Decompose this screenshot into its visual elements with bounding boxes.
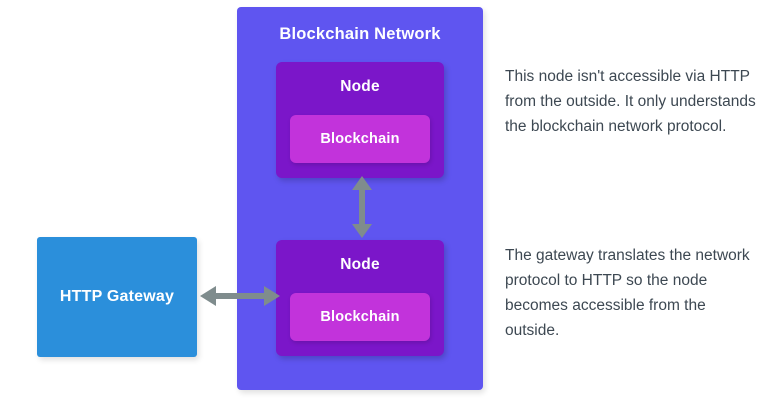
note-top-node: This node isn't accessible via HTTP from… xyxy=(505,68,756,135)
blockchain-label-bottom: Blockchain xyxy=(320,309,400,325)
http-gateway-box: HTTP Gateway xyxy=(37,237,197,357)
blockchain-box-top: Blockchain xyxy=(290,115,430,163)
http-gateway-label: HTTP Gateway xyxy=(59,288,175,305)
blockchain-network-title: Blockchain Network xyxy=(279,25,441,43)
note-gateway: The gateway translates the network proto… xyxy=(505,247,750,339)
node-to-node-double-arrow-icon xyxy=(352,176,372,238)
node-title-top: Node xyxy=(340,78,380,95)
blockchain-box-bottom: Blockchain xyxy=(290,293,430,341)
gateway-to-node-double-arrow-icon xyxy=(200,286,280,306)
node-title-bottom: Node xyxy=(340,256,380,273)
node-box-bottom: Node Blockchain xyxy=(276,240,444,356)
node-box-top: Node Blockchain xyxy=(276,62,444,178)
blockchain-label-top: Blockchain xyxy=(320,131,400,147)
blockchain-network-container: Blockchain Network Node Blockchain Node … xyxy=(237,7,483,390)
